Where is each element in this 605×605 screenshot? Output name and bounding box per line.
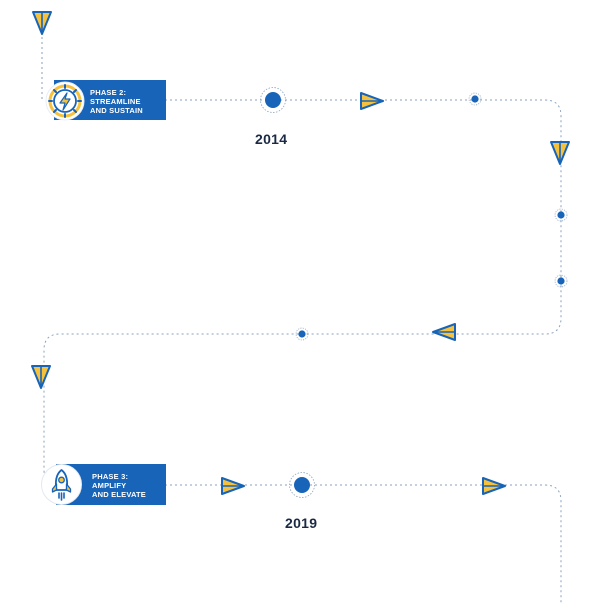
- milestone-dot-small: [295, 327, 309, 341]
- phase-subtitle-line1: AMPLIFY: [92, 481, 127, 490]
- phase-title: PHASE 2:: [90, 88, 127, 97]
- paper-plane-right-icon: [221, 477, 245, 495]
- milestone-dot-small: [554, 208, 568, 222]
- paper-plane-right-icon: [360, 92, 384, 110]
- milestone-dot-large: [289, 472, 315, 498]
- rocket-icon: [41, 464, 82, 505]
- gear-bolt-icon: [45, 81, 85, 121]
- paper-plane-down-icon: [31, 365, 51, 389]
- paper-plane-down-icon: [32, 11, 52, 35]
- year-label: 2019: [285, 515, 318, 531]
- paper-plane-right-icon: [482, 477, 506, 495]
- paper-plane-left-icon: [432, 323, 456, 341]
- paper-plane-down-icon: [550, 141, 570, 165]
- phase-subtitle-line2: AND ELEVATE: [92, 490, 147, 499]
- milestone-dot-small: [468, 92, 482, 106]
- phase-subtitle-line1: STREAMLINE: [90, 97, 141, 106]
- phase-subtitle-line2: AND SUSTAIN: [90, 106, 143, 115]
- phase-title: PHASE 3:: [92, 472, 129, 481]
- year-label: 2014: [255, 131, 288, 147]
- milestone-dot-large: [260, 87, 286, 113]
- milestone-dot-small: [554, 274, 568, 288]
